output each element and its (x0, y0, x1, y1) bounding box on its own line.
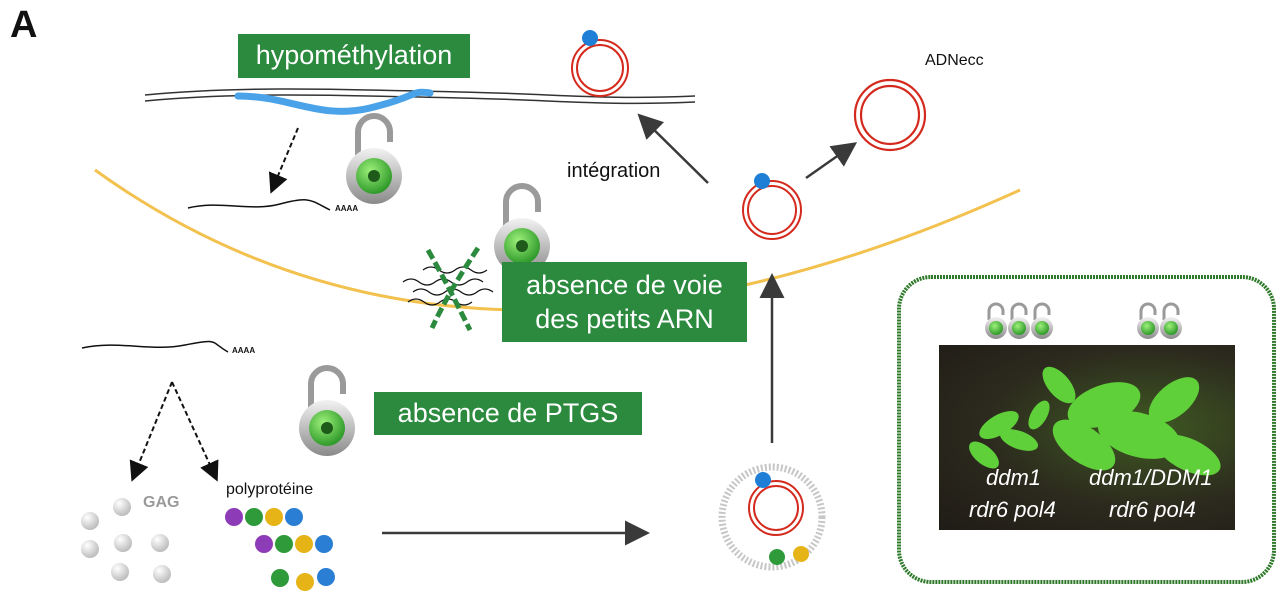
label-gag: GAG (143, 494, 180, 511)
gag-proteins (81, 498, 171, 583)
integration-arrow (637, 113, 709, 184)
virus-like-particle (718, 463, 826, 571)
genotype-right-line1: ddm1/DDM1 (1089, 465, 1213, 490)
small-locks-left (985, 302, 1053, 339)
transcription-arrow (268, 127, 299, 194)
label-polya-bottom: AAAA (232, 346, 256, 355)
hypomethylated-region (234, 88, 434, 115)
small-locks-right (1137, 302, 1182, 339)
translation-arrow-gag (129, 381, 173, 482)
lock-icon (494, 183, 550, 274)
label-polya-top: AAAA (335, 204, 359, 213)
nuclear-eccdna (742, 173, 802, 240)
label-hypomethylation: hypométhylation (238, 34, 470, 78)
label-small-rna-line1: absence de voie (526, 270, 723, 300)
adnecc-circle (853, 78, 927, 152)
label-ptgs: absence de PTGS (374, 392, 642, 435)
genotype-left-line2: rdr6 pol4 (969, 497, 1056, 522)
integrated-eccdna (571, 30, 629, 97)
mrna-strand-top (187, 198, 331, 211)
label-small-rna-line2: des petits ARN (535, 304, 714, 334)
label-adnecc: ADNecc (925, 52, 984, 69)
label-small-rna-pathway: absence de voie des petits ARN (502, 262, 747, 342)
panel-letter: A (10, 4, 38, 46)
plant-leaves (969, 366, 1221, 476)
genotype-left-line1: ddm1 (986, 465, 1042, 490)
polyprotein-beads (225, 508, 335, 591)
translation-arrow-polyprotein (171, 381, 219, 482)
blue-dot (755, 472, 771, 488)
lock-icon (299, 365, 355, 456)
chromosome-dna (144, 88, 696, 115)
label-polyprotein: polyprotéine (226, 481, 314, 498)
genotype-right-line2: rdr6 pol4 (1109, 497, 1196, 522)
blue-dot (582, 30, 598, 46)
green-cross-icon (425, 246, 481, 332)
release-arrow (805, 142, 858, 180)
plant-photo: ddm1 rdr6 pol4 ddm1/DDM1 rdr6 pol4 (939, 345, 1235, 530)
label-integration: intégration (567, 160, 661, 182)
mrna-strand-bottom (81, 340, 229, 353)
blue-dot (754, 173, 770, 189)
lock-icon (346, 113, 402, 204)
